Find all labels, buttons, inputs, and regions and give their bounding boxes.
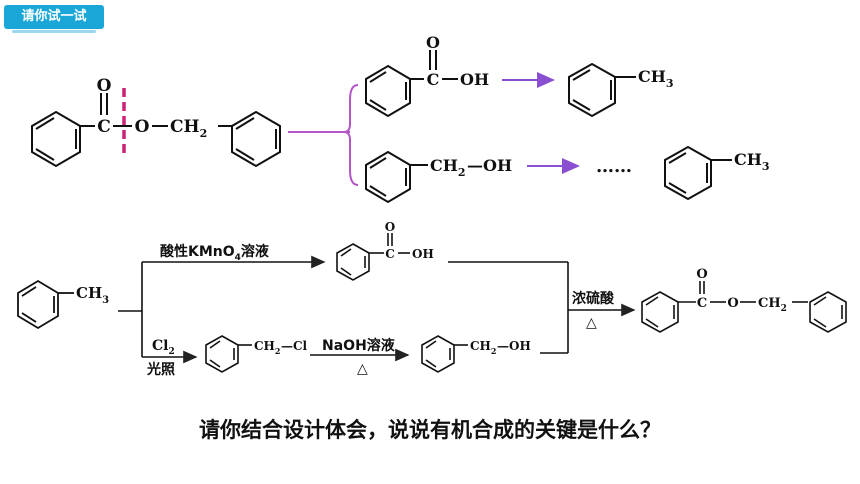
- question-text: 请你结合设计体会，说说有机合成的关键是什么？: [199, 418, 661, 442]
- retro-acid-c: C: [427, 70, 440, 89]
- retro-alcohol-oh: —OH: [467, 156, 512, 175]
- syn-alcohol-oh: —OH: [497, 339, 531, 353]
- brace: [343, 84, 359, 186]
- syn-alcohol-ch2: CH2: [470, 339, 496, 356]
- product-o-link: O: [727, 296, 738, 311]
- retro-acid-o: O: [426, 33, 440, 52]
- benzene-ring-right: [231, 110, 281, 168]
- target-ester-o: O: [135, 117, 150, 137]
- product-ch2: CH2: [758, 296, 787, 314]
- condition-heat-2: △: [586, 315, 597, 331]
- retro-benzoic-acid: [365, 50, 458, 118]
- benzene-ring-left: [31, 110, 81, 168]
- target-carbonyl-c: C: [97, 117, 111, 137]
- product-o-top: O: [696, 267, 707, 282]
- target-ester-molecule: [31, 93, 281, 168]
- start-ch3: CH3: [76, 284, 109, 306]
- syn-benzyl-alcohol: [421, 335, 468, 373]
- branch-lines: [118, 255, 636, 364]
- target-ch2: CH2: [170, 117, 207, 140]
- syn-acid-o: O: [385, 220, 395, 234]
- reagent-cl2: Cl2: [152, 338, 175, 357]
- product-c: C: [697, 296, 707, 311]
- condition-heat-1: △: [357, 361, 368, 377]
- reagent-kmno4: 酸性KMnO4溶液: [160, 243, 270, 263]
- retro-ellipsis: ……: [596, 156, 632, 177]
- retro-toluene-2-ch3: CH3: [734, 150, 770, 173]
- retro-toluene-1: [568, 62, 636, 118]
- start-toluene: [17, 279, 74, 330]
- section-tag: 请你试一试: [4, 5, 104, 33]
- chloride-ch2: CH2: [254, 339, 280, 356]
- reagent-naoh: NaOH溶液: [322, 337, 396, 354]
- benzyl-chloride: [205, 335, 252, 373]
- retro-alcohol-ch2: CH2: [430, 156, 466, 179]
- syn-acid-c: C: [385, 247, 395, 261]
- chloride-cl: —Cl: [281, 339, 308, 353]
- condition-light: 光照: [146, 361, 175, 378]
- syn-acid-oh: OH: [412, 247, 434, 261]
- product-ester: [641, 281, 847, 333]
- retro-toluene-1-ch3: CH3: [638, 67, 674, 90]
- retro-acid-oh: OH: [460, 70, 489, 89]
- reagent-h2so4: 浓硫酸: [572, 290, 615, 307]
- retro-benzyl-alcohol: [365, 150, 428, 204]
- syn-benzoic-acid: [336, 233, 410, 281]
- retro-toluene-2: [664, 145, 732, 201]
- target-carbonyl-o: O: [97, 76, 112, 96]
